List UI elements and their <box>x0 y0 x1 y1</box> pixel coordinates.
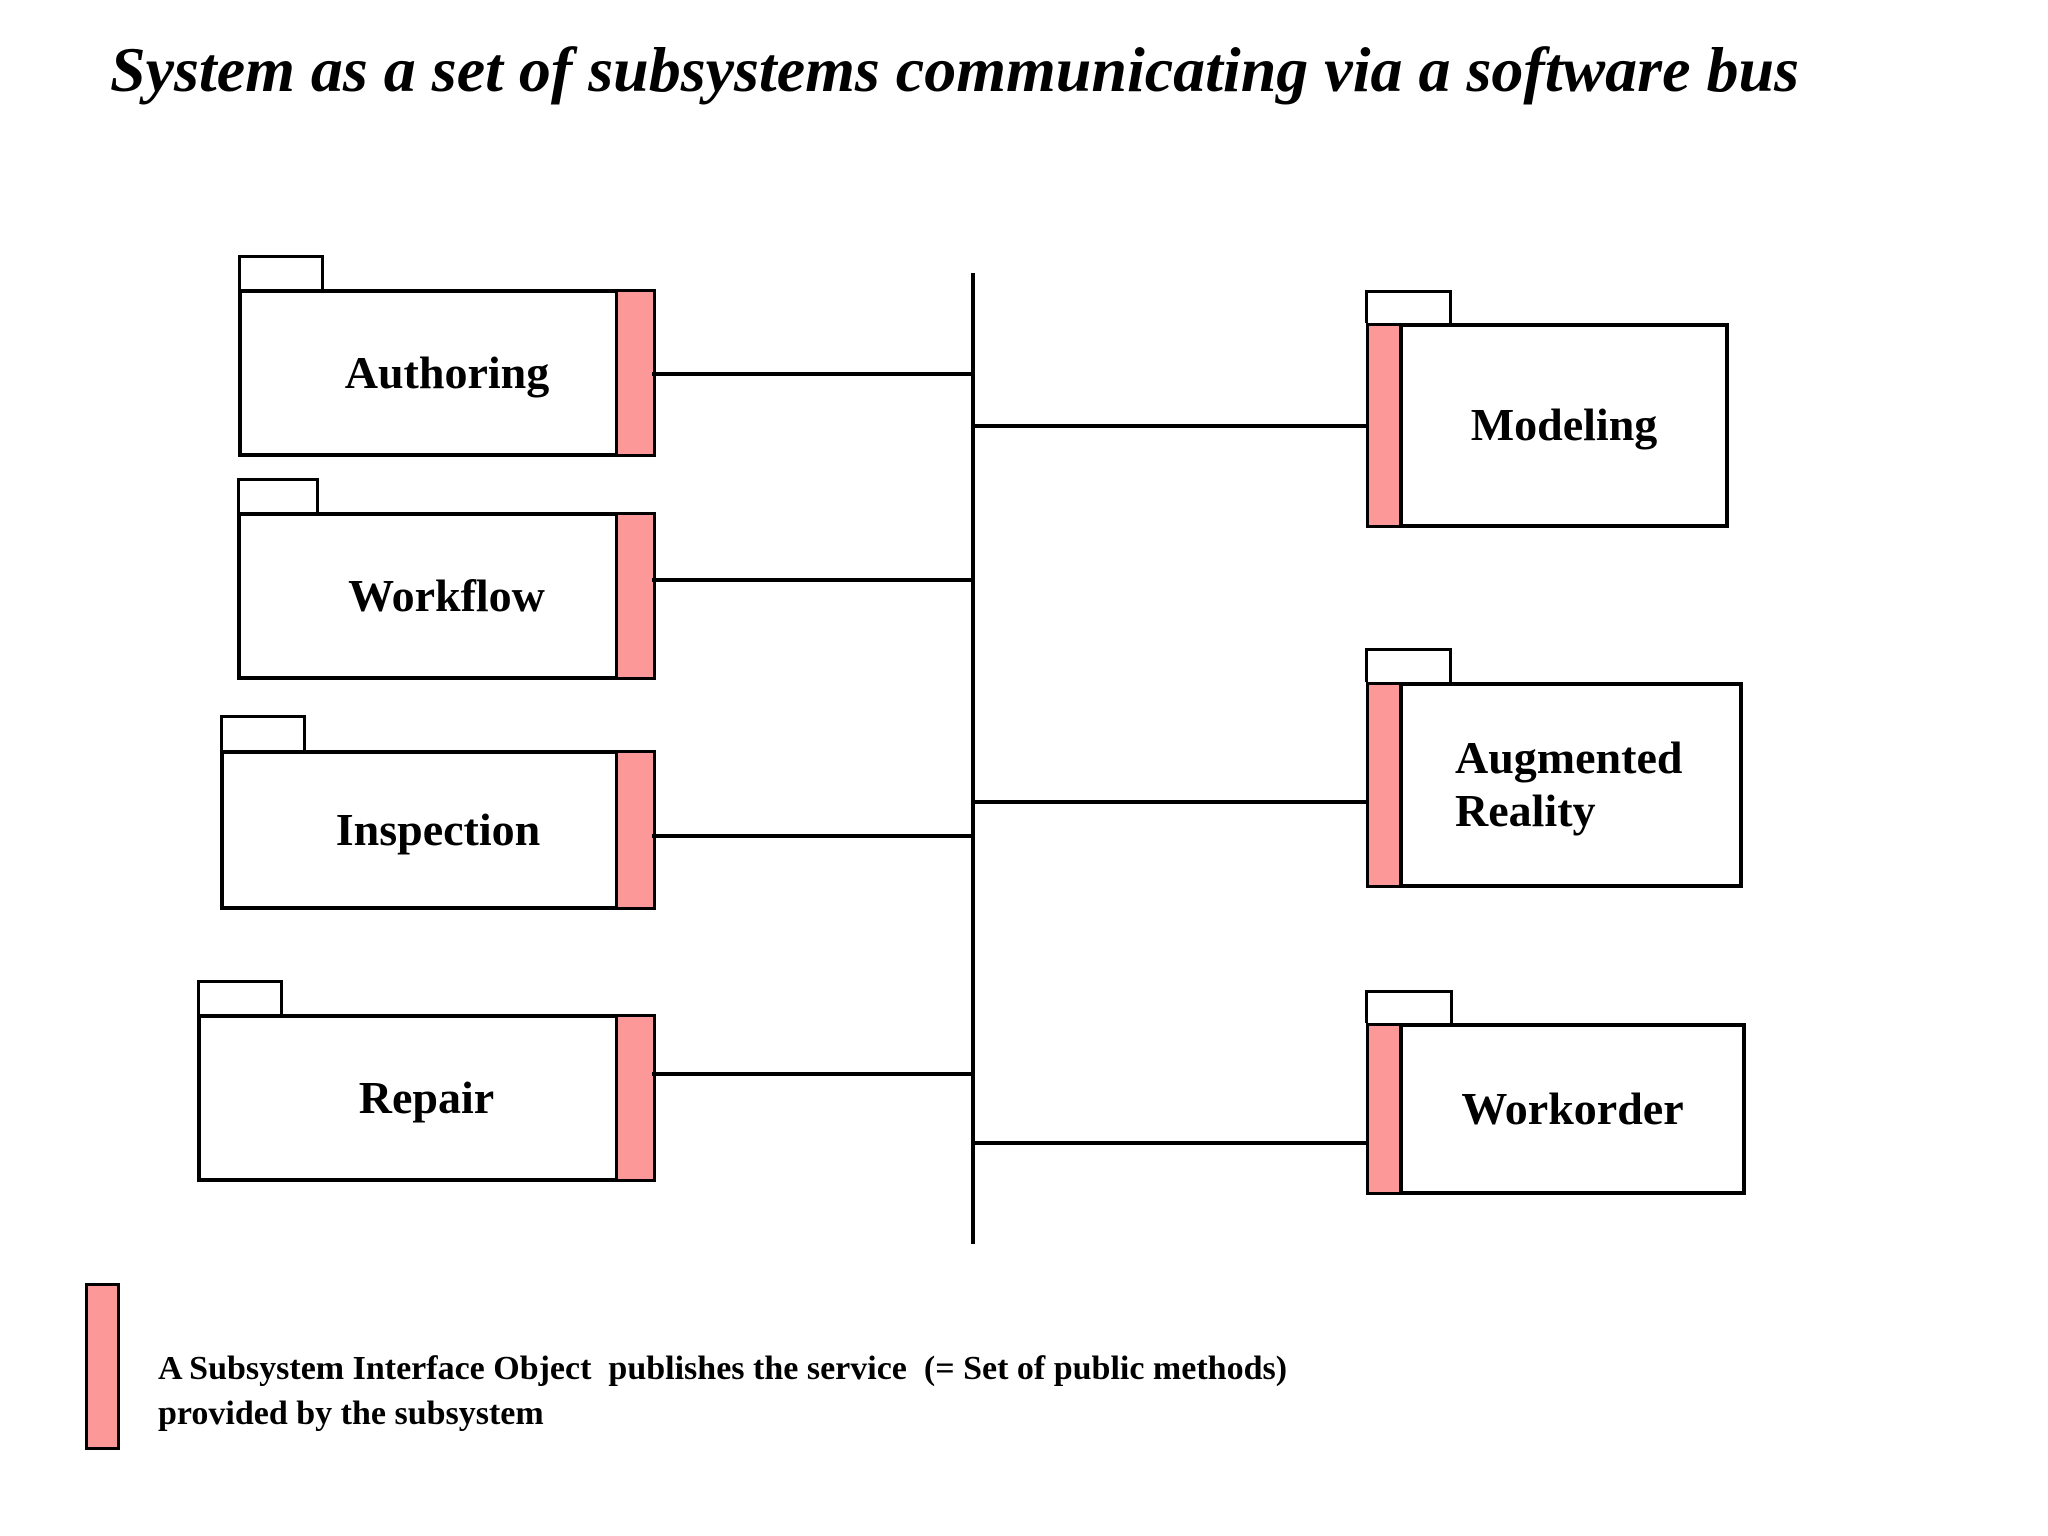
subsystem-workorder: Workorder <box>1365 990 1746 1195</box>
connector-bus-workorder <box>973 1141 1366 1145</box>
subsystem-label: Authoring <box>344 346 550 398</box>
interface-bar <box>615 289 656 457</box>
subsystem-repair: Repair <box>197 980 656 1182</box>
subsystem-inspection: Inspection <box>220 715 656 910</box>
subsystem-label: Modeling <box>1470 399 1658 451</box>
interface-bar <box>1366 1023 1403 1195</box>
page-title: System as a set of subsystems communicat… <box>110 34 1799 105</box>
subsystem-label: Repair <box>358 1071 495 1123</box>
package-body: Repair <box>197 1014 656 1182</box>
package-tab <box>1365 648 1452 682</box>
package-body: Inspection <box>220 750 656 910</box>
subsystem-label: Workflow <box>348 569 545 621</box>
package-body: Workflow <box>237 512 656 680</box>
subsystem-augmented-reality: Augmented Reality <box>1365 648 1743 888</box>
package-tab <box>1365 990 1453 1023</box>
software-bus <box>971 273 975 1244</box>
subsystem-authoring: Authoring <box>238 255 656 457</box>
connector-inspection-bus <box>652 834 973 838</box>
package-tab <box>220 715 306 750</box>
subsystem-label: Inspection <box>335 803 541 855</box>
package-body: Authoring <box>238 289 656 457</box>
subsystem-label: Workorder <box>1461 1082 1684 1134</box>
package-body: Workorder <box>1399 1023 1746 1195</box>
interface-bar <box>615 512 656 680</box>
legend-text: A Subsystem Interface Object publishes t… <box>158 1350 1288 1432</box>
subsystem-modeling: Modeling <box>1365 290 1729 528</box>
interface-bar <box>1366 682 1403 888</box>
package-body: Augmented Reality <box>1399 682 1743 888</box>
connector-workflow-bus <box>652 578 973 582</box>
package-tab <box>238 255 324 289</box>
interface-bar <box>615 1014 656 1182</box>
legend-interface-bar <box>85 1283 120 1450</box>
interface-bar <box>615 750 656 910</box>
package-tab <box>237 478 319 512</box>
connector-bus-augmented-reality <box>973 800 1366 804</box>
subsystem-label: Augmented Reality <box>1455 732 1683 836</box>
connector-repair-bus <box>652 1072 973 1076</box>
subsystem-workflow: Workflow <box>237 478 656 680</box>
package-body: Modeling <box>1399 323 1729 528</box>
package-tab <box>1365 290 1452 323</box>
connector-bus-modeling <box>973 424 1366 428</box>
connector-authoring-bus <box>652 372 973 376</box>
interface-bar <box>1366 323 1403 528</box>
package-tab <box>197 980 283 1014</box>
